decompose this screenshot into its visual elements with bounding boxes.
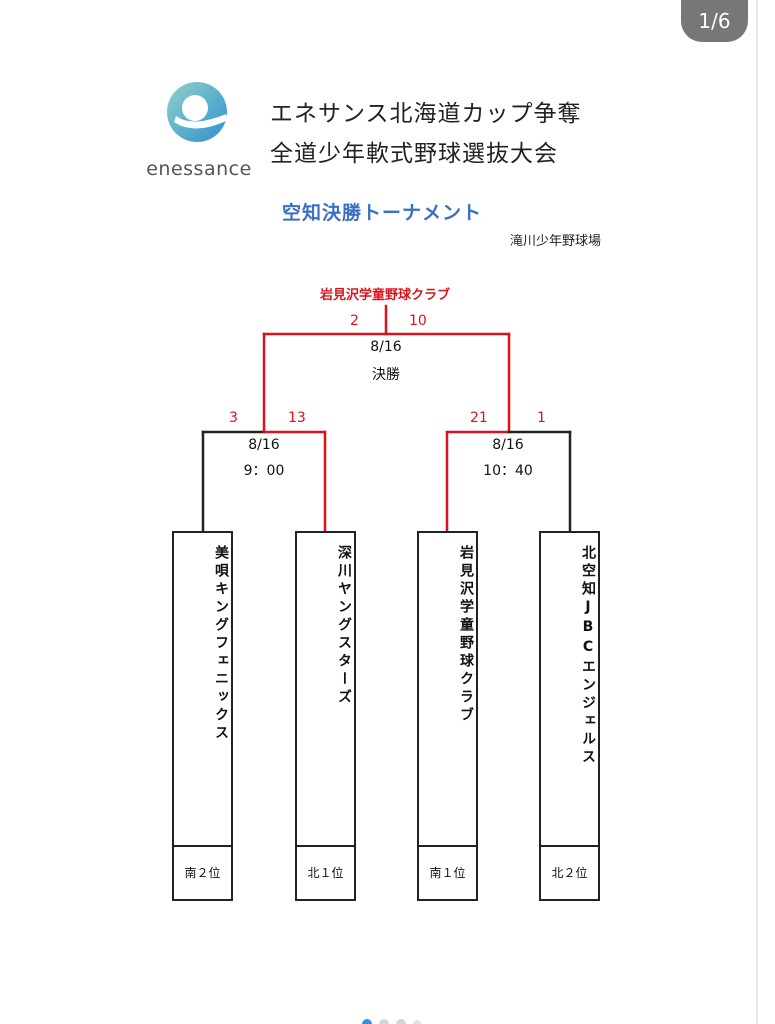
final-date: 8/16: [370, 339, 402, 355]
semi-right-time: 10：40: [483, 463, 533, 479]
semi-right-score-left: 21: [470, 410, 488, 426]
team-box-4: 北空知JBCエンジェルス: [539, 531, 600, 847]
team-seed-3: 南１位: [417, 845, 478, 901]
page-counter-badge: 1/6: [681, 0, 748, 42]
page-dot: [379, 1019, 389, 1024]
page-indicator-dots[interactable]: [355, 1014, 435, 1024]
team-box-1: 美唄キングフェニックス: [172, 531, 233, 847]
semi-left-score-left: 3: [229, 410, 238, 426]
tournament-title-line2: 全道少年軟式野球選抜大会: [270, 141, 558, 167]
bracket-subtitle: 空知決勝トーナメント: [282, 202, 483, 224]
champion-name: 岩見沢学童野球クラブ: [319, 288, 450, 303]
final-score-right: 10: [409, 313, 427, 329]
team-name-4: 北空知JBCエンジェルス: [580, 545, 596, 767]
semi-left-date: 8/16: [248, 437, 280, 453]
viewer-edge: [756, 0, 758, 1024]
team-seed-1: 南２位: [172, 845, 233, 901]
semi-right-date: 8/16: [492, 437, 524, 453]
semi-left-score-right: 13: [288, 410, 306, 426]
final-score-left: 2: [350, 313, 359, 329]
semi-right-score-right: 1: [537, 410, 546, 426]
team-box-3: 岩見沢学童野球クラブ: [417, 531, 478, 847]
final-label: 決勝: [372, 367, 400, 383]
tournament-title-line1: エネサンス北海道カップ争奪: [270, 101, 582, 127]
team-seed-4: 北２位: [539, 845, 600, 901]
logo-wordmark: enessance: [146, 158, 252, 180]
team-name-1: 美唄キングフェニックス: [213, 545, 229, 743]
enessance-logo-icon: [167, 82, 228, 142]
team-box-2: 深川ヤングスターズ: [295, 531, 356, 847]
page-dot-active: [362, 1019, 372, 1024]
page-dot: [396, 1019, 406, 1024]
venue-label: 滝川少年野球場: [510, 234, 602, 249]
team-name-2: 深川ヤングスターズ: [336, 545, 352, 707]
team-seed-2: 北１位: [295, 845, 356, 901]
page-dot: [413, 1020, 421, 1024]
team-name-3: 岩見沢学童野球クラブ: [458, 545, 474, 725]
semi-left-time: 9：00: [243, 463, 285, 479]
